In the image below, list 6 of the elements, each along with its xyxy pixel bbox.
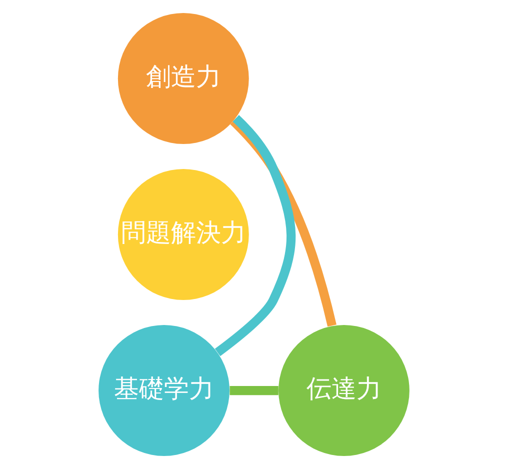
- node-circle: 問題解決力: [118, 169, 249, 300]
- node-circle: 創造力: [118, 13, 249, 144]
- connector: [230, 386, 278, 396]
- connector: [214, 115, 296, 356]
- node-circle: 伝達力: [278, 325, 410, 456]
- node-circle: 基礎学力: [98, 325, 230, 456]
